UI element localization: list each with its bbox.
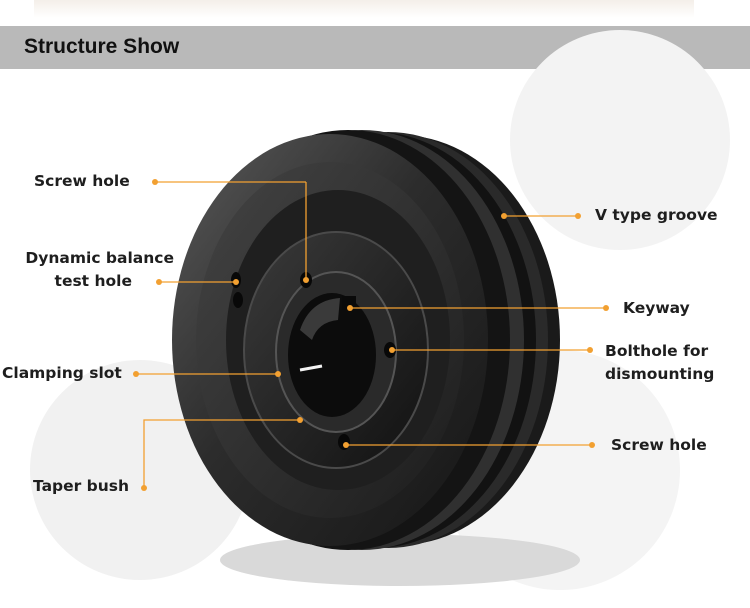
- screw-hole-bottom: [338, 434, 350, 450]
- label-clamping-slot: Clamping slot: [2, 364, 122, 382]
- leader-dot: [275, 371, 281, 377]
- balance-hole: [233, 292, 243, 308]
- leader-lines: [136, 181, 606, 488]
- label-v-type-groove: V type groove: [595, 206, 718, 224]
- leader-dot: [152, 179, 158, 185]
- leader-dot: [347, 305, 353, 311]
- label-screw-hole-top: Screw hole: [34, 172, 130, 190]
- leader-dot: [587, 347, 593, 353]
- leader-dot: [141, 485, 147, 491]
- label-dynamic-balance: Dynamic balance test hole: [22, 247, 174, 293]
- label-screw-hole-bottom: Screw hole: [611, 436, 707, 454]
- leader-screw-hole-top: [156, 181, 307, 280]
- bore-inner-wall: [300, 298, 340, 340]
- pulley-shadow: [220, 534, 580, 586]
- leader-dot: [133, 371, 139, 377]
- label-bolthole-line1: Bolthole for: [605, 342, 709, 360]
- leader-dot: [603, 305, 609, 311]
- leader-dot: [501, 213, 507, 219]
- leader-dot: [389, 347, 395, 353]
- clamping-slot-highlight: [299, 364, 323, 372]
- background-circle: [510, 30, 730, 250]
- label-dynamic-balance-line1: Dynamic balance: [25, 249, 174, 267]
- page-title: Structure Show: [24, 35, 180, 58]
- leader-dot: [297, 417, 303, 423]
- label-dynamic-balance-line2: test hole: [54, 272, 132, 290]
- leader-dot: [156, 279, 162, 285]
- leader-dot: [589, 442, 595, 448]
- leader-taper-bush: [143, 419, 300, 488]
- label-bolthole-line2: dismounting: [605, 365, 715, 383]
- leader-dots: [133, 179, 609, 491]
- label-taper-bush: Taper bush: [33, 477, 130, 495]
- leader-dot: [233, 279, 239, 285]
- label-keyway: Keyway: [623, 299, 690, 317]
- label-bolthole: Bolthole for dismounting: [605, 340, 714, 386]
- leader-dot: [303, 277, 309, 283]
- top-decorative-strip: [34, 0, 694, 18]
- leader-dot: [343, 442, 349, 448]
- leader-dot: [575, 213, 581, 219]
